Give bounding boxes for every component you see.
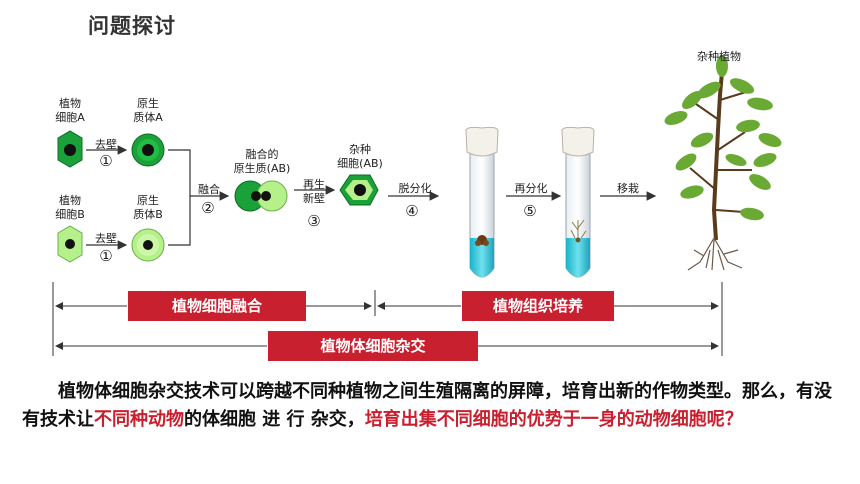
hybrid-plant — [664, 55, 782, 271]
label-fused-protoplast: 融合的 原生质(AB) — [233, 148, 291, 175]
protoplast-b — [131, 228, 165, 262]
band-somatic-hybridization: 植物体细胞杂交 — [268, 331, 478, 361]
fused-protoplast — [234, 180, 288, 212]
paragraph-highlight-2: 培育出集不同细胞的优势于一身的动物细胞呢？ — [364, 409, 743, 430]
label-hybrid-plant: 杂种植物 — [697, 50, 741, 63]
step-remove-wall-a: 去壁 — [95, 138, 117, 151]
step-remove-wall-b: 去壁 — [95, 232, 117, 245]
protoplast-a — [131, 133, 165, 167]
paragraph-part-1: 植物体细胞杂交技术可以跨越不同种植物之间生殖隔离的屏障，培育出新的作物类型。那么… — [22, 381, 832, 430]
step-number-3: ③ — [307, 212, 321, 230]
step-fusion: 融合 — [198, 183, 220, 196]
paragraph-part-3: 的体细胞 进 行 杂交， — [184, 409, 365, 430]
label-protoplast-a: 原生 质体A — [133, 97, 163, 124]
step-number-2: ② — [201, 199, 215, 217]
label-plant-cell-a: 植物 细胞A — [55, 97, 85, 124]
paragraph-highlight-1: 不同种动物 — [94, 409, 184, 430]
step-dedifferentiation: 脱分化 — [398, 182, 432, 195]
step-number-5: ⑤ — [523, 202, 537, 220]
plant-cell-a — [57, 130, 83, 168]
hybrid-cell — [339, 174, 379, 206]
step-regen-wall: 再生 新壁 — [303, 178, 325, 205]
fusion-bracket — [168, 149, 191, 246]
test-tube-plantlet — [561, 126, 595, 278]
page-title: 问题探讨 — [88, 14, 176, 38]
band-plant-tissue-culture: 植物组织培养 — [462, 291, 614, 321]
test-tube-callus — [465, 126, 499, 278]
label-plant-cell-b: 植物 细胞B — [55, 194, 85, 221]
band-brackets — [52, 282, 723, 356]
label-protoplast-b: 原生 质体B — [133, 194, 163, 221]
label-hybrid-cell: 杂种 细胞(AB) — [337, 143, 383, 170]
step-number-4: ④ — [405, 202, 419, 220]
question-paragraph: 植物体细胞杂交技术可以跨越不同种植物之间生殖隔离的屏障，培育出新的作物类型。那么… — [22, 378, 846, 434]
step-transplant: 移栽 — [617, 182, 639, 195]
plant-cell-b — [57, 225, 83, 263]
step-number-1b: ① — [99, 247, 113, 265]
step-number-1a: ① — [99, 152, 113, 170]
band-plant-cell-fusion: 植物细胞融合 — [128, 291, 306, 321]
step-redifferentiation: 再分化 — [514, 182, 548, 195]
